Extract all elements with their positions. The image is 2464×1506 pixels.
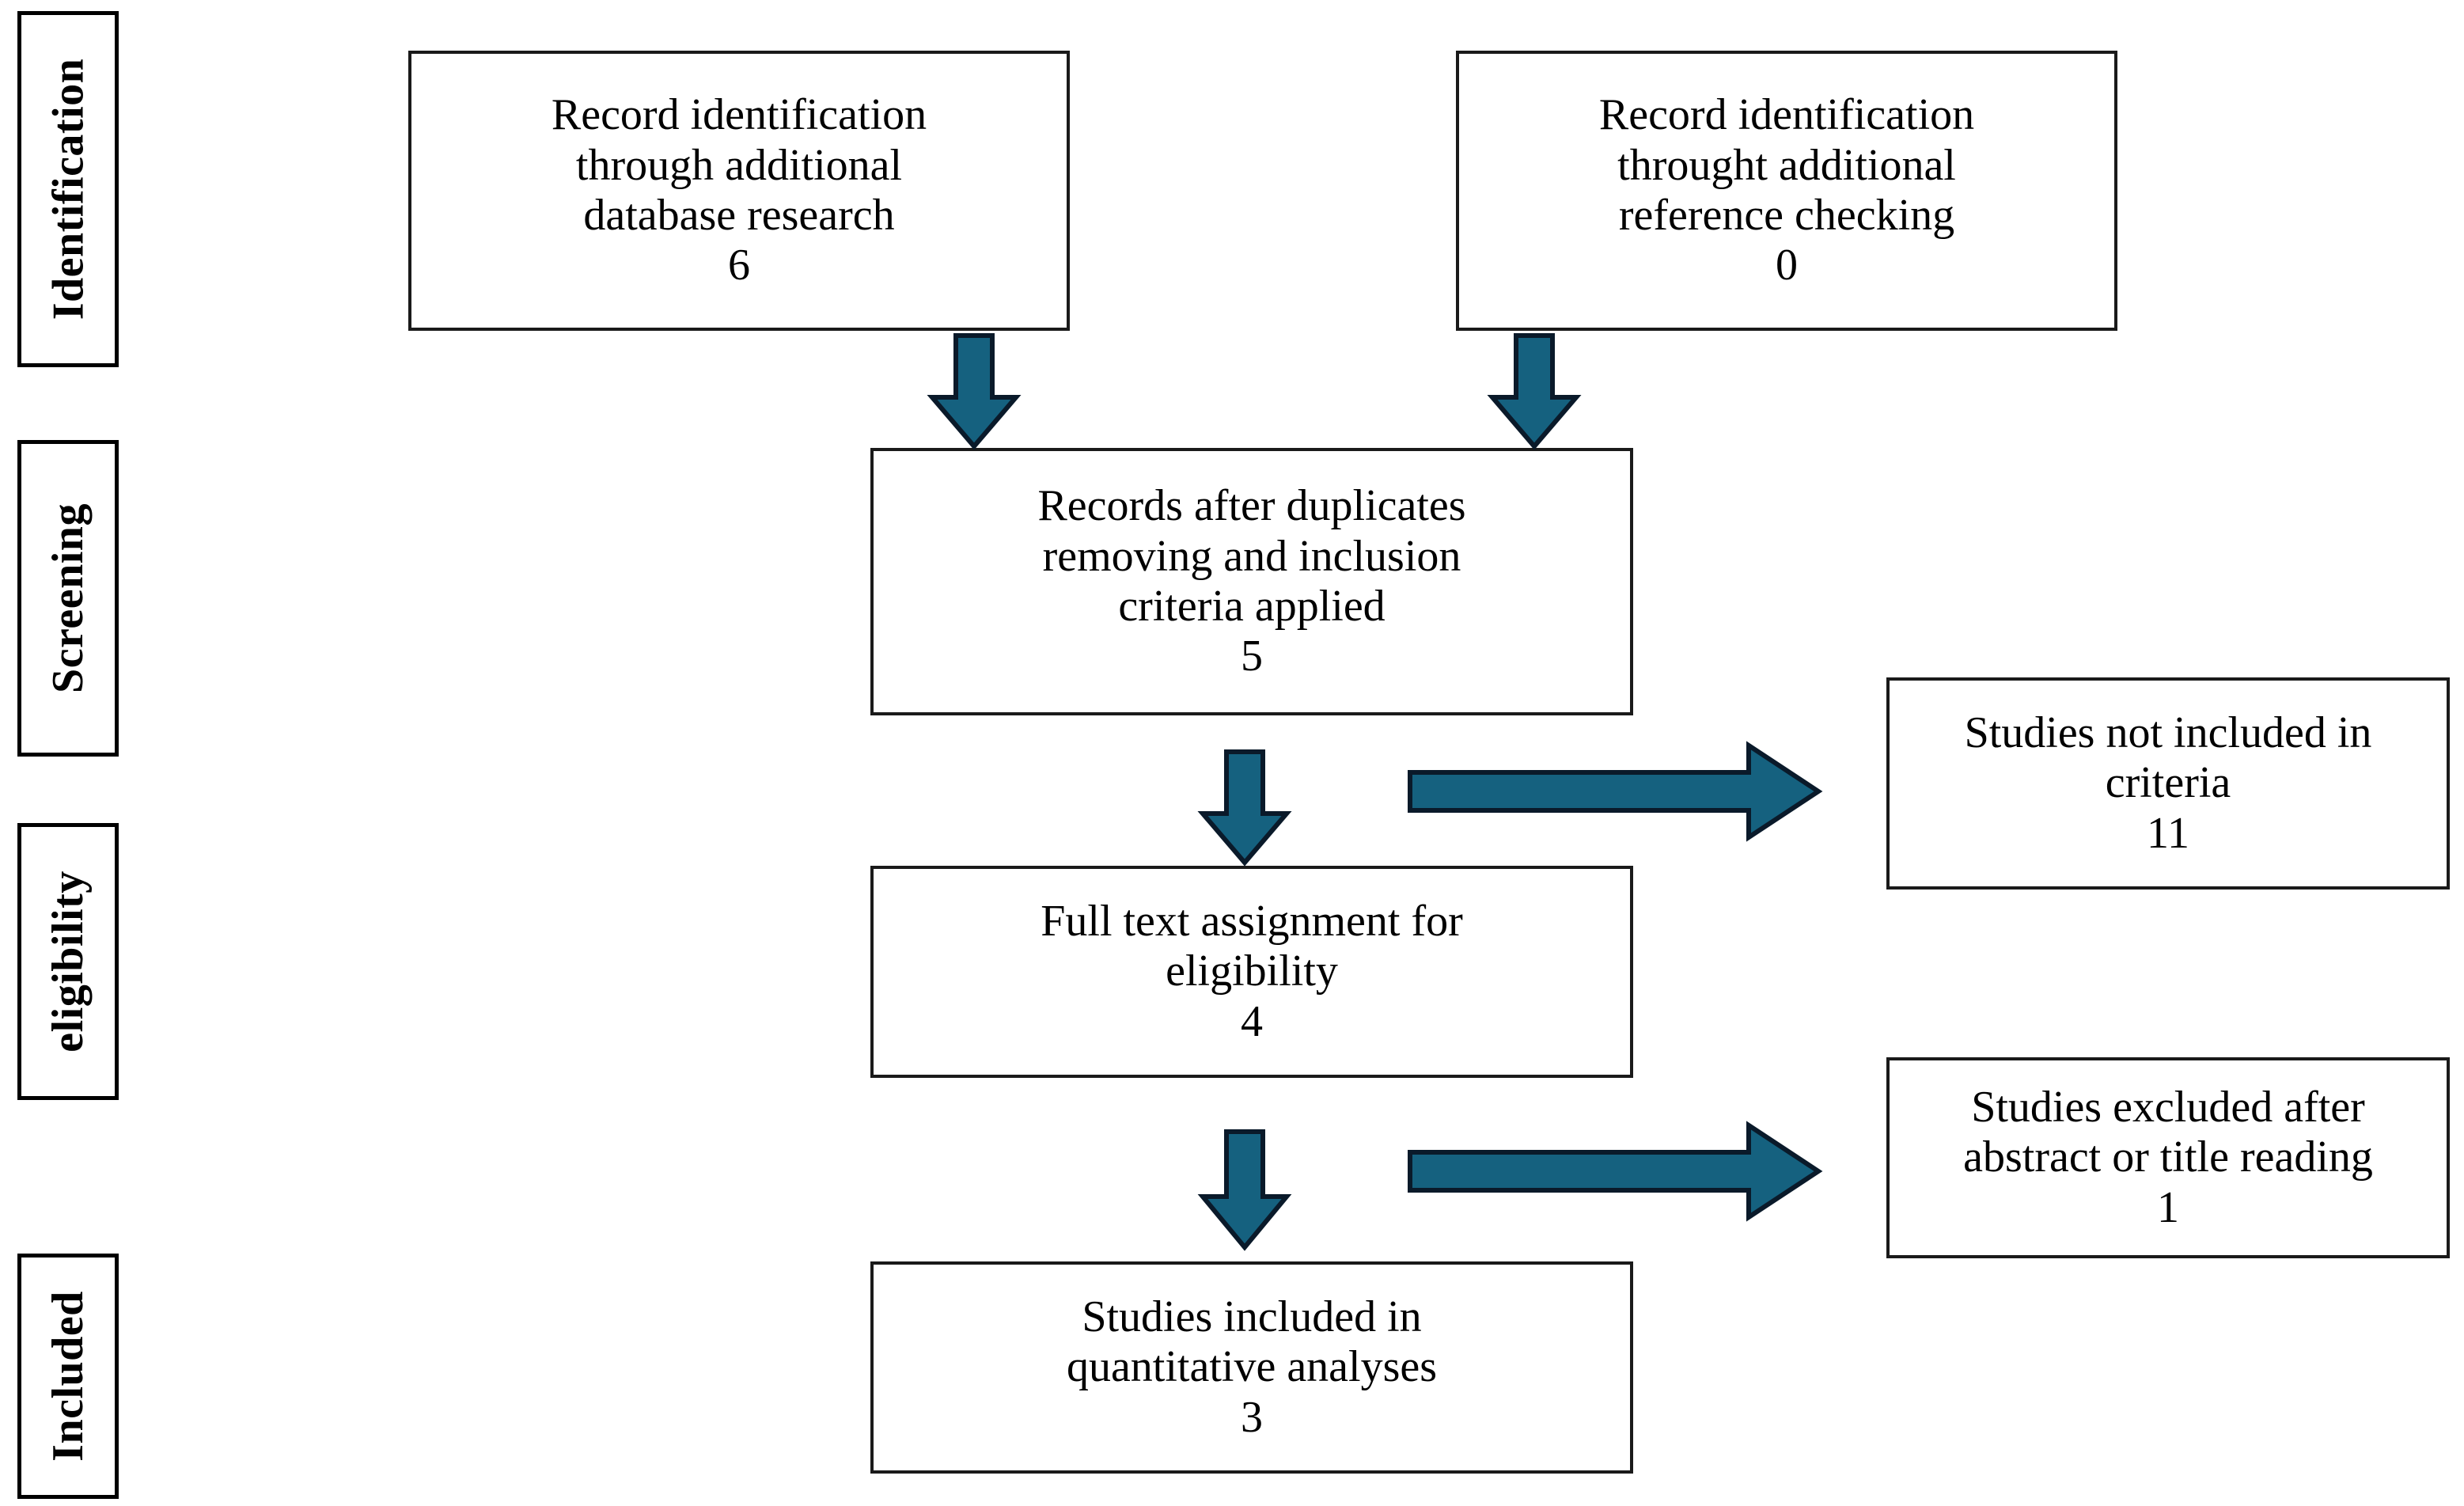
box-identification-reference-line-3: reference checking	[1618, 191, 1955, 240]
box-identification-reference-count: 0	[1776, 241, 1798, 290]
arrow-down-reference-to-screening	[1487, 333, 1582, 450]
box-identification-database-line-2: through additional	[575, 140, 903, 190]
box-screening-records-count: 5	[1241, 632, 1263, 681]
arrow-down-eligibility-to-included	[1197, 1129, 1292, 1251]
arrow-right-eligibility-to-excluded	[1408, 1121, 1823, 1222]
box-identification-database-count: 6	[728, 241, 750, 290]
box-identification-reference-line-1: Record identification	[1598, 90, 1975, 140]
stage-label-included-text: Included	[44, 1291, 93, 1462]
box-not-included-criteria-line-2: criteria	[2105, 758, 2231, 808]
box-included-quantitative-line-2: quantitative analyses	[1066, 1342, 1438, 1392]
stage-label-included: Included	[17, 1254, 119, 1499]
box-screening-records-line-2: removing and inclusion	[1042, 531, 1461, 581]
box-included-quantitative: Studies included in quantitative analyse…	[870, 1261, 1633, 1474]
box-identification-reference-line-2: throught additional	[1617, 140, 1956, 190]
stage-label-identification: Identification	[17, 11, 119, 367]
box-included-quantitative-count: 3	[1241, 1392, 1263, 1442]
arrow-right-screening-to-not-included	[1408, 741, 1823, 842]
arrow-down-screening-to-eligibility	[1197, 749, 1292, 867]
stage-label-identification-text: Identification	[44, 58, 93, 321]
box-excluded-abstract-title-count: 1	[2157, 1182, 2179, 1232]
arrow-right-icon	[1408, 1121, 1823, 1222]
box-eligibility-fulltext-line-2: eligibility	[1166, 946, 1338, 996]
box-included-quantitative-line-1: Studies included in	[1082, 1292, 1422, 1342]
box-screening-records: Records after duplicates removing and in…	[870, 448, 1633, 715]
box-not-included-criteria-count: 11	[2147, 808, 2189, 858]
stage-label-eligibility-text: eligibility	[44, 871, 93, 1053]
box-eligibility-fulltext-line-1: Full text assignment for	[1041, 897, 1463, 946]
box-excluded-abstract-title-line-1: Studies excluded after	[1971, 1083, 2365, 1132]
stage-label-eligibility: eligibility	[17, 823, 119, 1100]
box-screening-records-line-3: criteria applied	[1118, 582, 1386, 631]
arrow-down-icon	[1197, 749, 1292, 867]
arrow-right-icon	[1408, 741, 1823, 842]
box-excluded-abstract-title: Studies excluded after abstract or title…	[1886, 1057, 2450, 1258]
arrow-down-icon	[927, 333, 1022, 450]
box-excluded-abstract-title-line-2: abstract or title reading	[1963, 1132, 2373, 1182]
box-screening-records-line-1: Records after duplicates	[1037, 481, 1466, 531]
box-eligibility-fulltext: Full text assignment for eligibility 4	[870, 866, 1633, 1078]
box-identification-database-line-1: Record identification	[551, 90, 927, 140]
arrow-down-database-to-screening	[927, 333, 1022, 450]
stage-label-screening: Screening	[17, 440, 119, 757]
stage-label-screening-text: Screening	[44, 503, 93, 693]
box-identification-database-line-3: database research	[583, 191, 895, 240]
arrow-down-icon	[1197, 1129, 1292, 1251]
arrow-down-icon	[1487, 333, 1582, 450]
box-identification-reference: Record identification throught additiona…	[1456, 51, 2117, 331]
box-eligibility-fulltext-count: 4	[1241, 996, 1263, 1046]
box-not-included-criteria: Studies not included in criteria 11	[1886, 677, 2450, 890]
box-not-included-criteria-line-1: Studies not included in	[1964, 708, 2372, 758]
box-identification-database: Record identification through additional…	[408, 51, 1070, 331]
